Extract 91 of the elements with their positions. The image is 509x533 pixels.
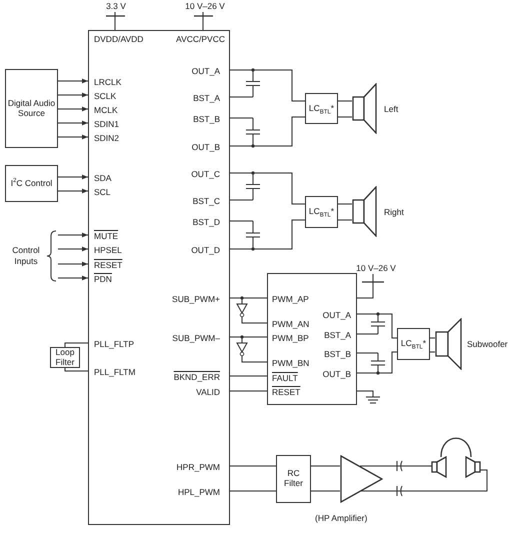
wire — [114, 12, 116, 30]
pin-label: RESET — [272, 386, 300, 398]
pin-label: MCLK — [94, 104, 118, 116]
wire — [230, 70, 306, 102]
wire — [310, 490, 340, 492]
pin-label: SDA — [94, 172, 112, 184]
arrow — [58, 276, 88, 280]
arrow — [58, 262, 88, 266]
block-box: I$^{2}$C Control — [5, 165, 58, 202]
supply-voltage-label: 10 V–26 V — [355, 263, 397, 274]
speaker-icon — [352, 186, 377, 237]
wire — [356, 314, 398, 338]
arrow — [58, 134, 88, 140]
pin-label: OUT_A — [322, 309, 351, 321]
pin-label: BST_B — [324, 348, 351, 360]
pin-label: SDIN1 — [94, 118, 120, 130]
block-box: LC$_{BTL}$* — [305, 196, 338, 228]
pin-label: RESET — [94, 259, 122, 271]
pin-label: OUT_A — [192, 65, 220, 77]
pin-label: PDN — [94, 273, 112, 285]
pin-label: PWM_BN — [272, 357, 310, 369]
pin-label: SDIN2 — [94, 132, 120, 144]
pin-label: MUTE — [94, 230, 118, 242]
pin-label: PLL_FLTM — [94, 366, 136, 378]
pin-label: BST_A — [324, 329, 351, 341]
wire — [230, 490, 276, 492]
pin-label: BST_B — [193, 113, 220, 125]
speaker-icon — [435, 318, 462, 370]
wire — [202, 12, 204, 30]
wire — [230, 390, 268, 392]
pin-label: PWM_AP — [272, 293, 309, 305]
block-box: Digital Audio Source — [5, 69, 58, 148]
wire — [360, 470, 488, 492]
pin-label: HPL_PWM — [178, 486, 220, 498]
pin-label: AVCC/PVCC — [176, 33, 225, 45]
pin-label: OUT_B — [192, 141, 220, 153]
wire — [338, 116, 352, 118]
wire — [356, 274, 374, 298]
amplifier-symbol — [340, 455, 383, 503]
speaker-label: Left — [384, 104, 398, 115]
headphones-icon — [430, 436, 482, 478]
wire — [230, 172, 306, 204]
amplifier-label: (HP Amplifier) — [315, 513, 368, 524]
speaker-icon — [352, 83, 377, 134]
wire — [230, 220, 306, 250]
block-box: Loop Filter — [50, 347, 80, 368]
pin-label: LRCLK — [94, 76, 122, 88]
pin-label: OUT_B — [322, 368, 351, 380]
pin-label: HPSEL — [94, 244, 122, 256]
pin-label: FAULT — [272, 372, 298, 384]
wire — [230, 336, 268, 362]
pin-label: SUB_PWM– — [172, 332, 220, 344]
pin-label: BST_D — [192, 216, 220, 228]
wire — [338, 100, 352, 102]
pin-label: PWM_AN — [272, 318, 310, 330]
wire — [356, 352, 398, 374]
speaker-label: Subwoofer — [467, 339, 508, 350]
pin-label: BKND_ERR — [174, 371, 220, 383]
arrow — [58, 188, 88, 194]
arrow — [58, 120, 88, 126]
arrow — [58, 78, 88, 84]
pin-label: PWM_BP — [272, 332, 309, 344]
pin-label: OUT_D — [191, 244, 220, 256]
block-box: RC Filter — [276, 455, 311, 503]
wire — [230, 116, 306, 146]
supply-voltage-label: 3.3 V — [98, 1, 134, 12]
arrow — [58, 246, 88, 252]
block-box: LC$_{BTL}$* — [397, 328, 430, 360]
pin-label: HPR_PWM — [176, 461, 220, 473]
pin-label: SCLK — [94, 90, 116, 102]
pin-label: OUT_C — [191, 168, 220, 180]
wire — [64, 368, 88, 372]
arrow — [58, 92, 88, 98]
arrow — [58, 174, 88, 180]
pin-label: VALID — [196, 386, 220, 398]
arrow — [58, 232, 88, 238]
chip-box — [88, 30, 230, 525]
pin-label: SCL — [94, 186, 111, 198]
pin-label: BST_A — [193, 92, 220, 104]
chip-box — [267, 273, 357, 405]
block-box: LC$_{BTL}$* — [305, 93, 338, 124]
wire — [230, 298, 268, 324]
wire — [64, 342, 88, 348]
pin-label: DVDD/AVDD — [94, 33, 144, 45]
speaker-label: Right — [384, 207, 404, 218]
supply-voltage-label: 10 V–26 V — [184, 1, 226, 12]
control-inputs-label: Control Inputs — [11, 245, 41, 267]
arrow — [58, 106, 88, 112]
pin-label: BST_C — [192, 195, 220, 207]
pin-label: PLL_FLTP — [94, 338, 134, 350]
pin-label: SUB_PWM+ — [172, 293, 220, 305]
